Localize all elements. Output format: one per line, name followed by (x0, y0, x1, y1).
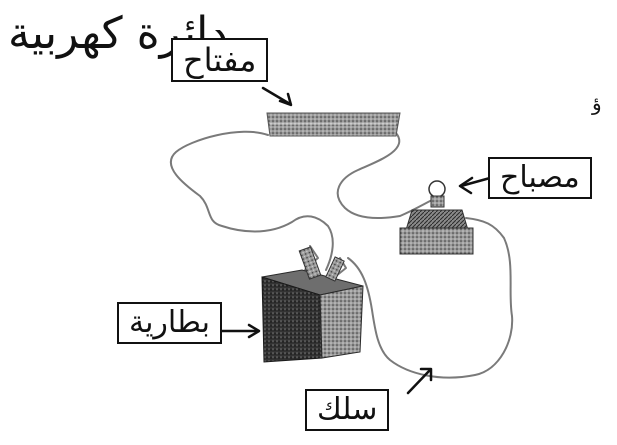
wire-loop (169, 130, 514, 379)
switch-arrow-icon (261, 86, 293, 107)
lamp-icon (399, 180, 474, 255)
wire-switch-to-battery (169, 130, 334, 271)
wire-switch-to-lamp (336, 132, 433, 220)
battery-icon (261, 246, 364, 363)
label-arrows (211, 86, 492, 395)
lamp-arrow-icon (458, 176, 492, 195)
switch-label: مفتاح (171, 38, 269, 82)
switch-icon (266, 112, 401, 137)
wire-label: سلك (305, 389, 390, 431)
lamp-label: مصباح (488, 157, 592, 199)
battery-label: بطارية (117, 302, 223, 344)
stray-mark: ؤ (592, 91, 602, 115)
wire-arrow-icon (406, 367, 433, 395)
wire-lamp-to-battery (347, 217, 514, 379)
